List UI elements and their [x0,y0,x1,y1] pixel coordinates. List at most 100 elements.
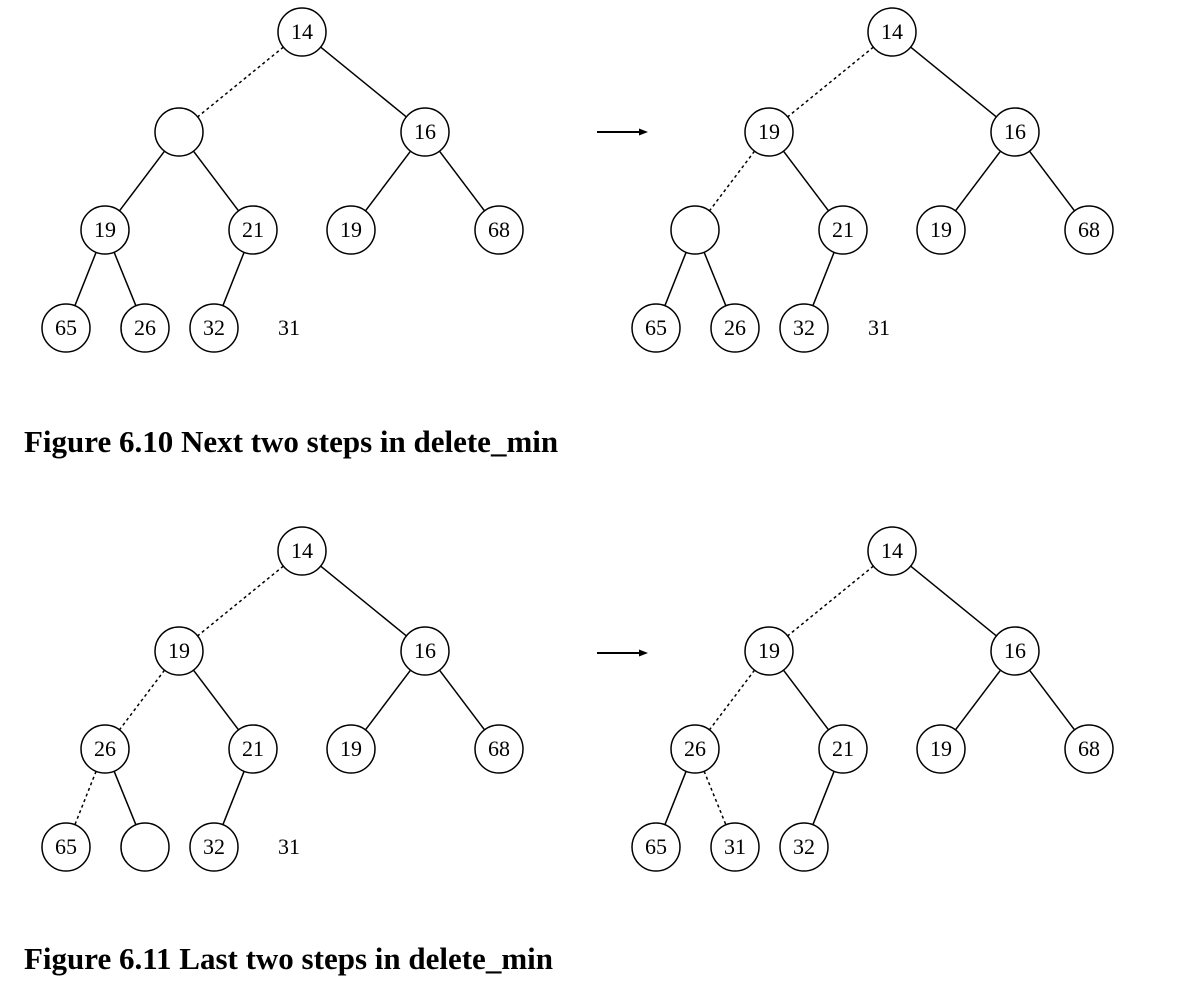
node-label: 68 [488,736,510,761]
node-circle [80,205,130,255]
transition-arrow [597,649,648,657]
tree-edge [320,565,407,637]
tree-edge [782,669,830,731]
node-label: 65 [55,834,77,859]
percolation-edge [74,771,97,825]
tree-edge [364,150,412,212]
percolation-edge [118,669,166,731]
node-circle [154,626,204,676]
tree-edge [812,771,835,825]
node-label: 16 [1004,638,1026,663]
heap-node: 31 [710,822,760,872]
node-circle [744,626,794,676]
heap-node: 19 [326,205,376,255]
node-circle [990,626,1040,676]
transition-arrow [597,128,648,136]
node-circle [867,7,917,57]
tree-edge [364,669,412,731]
heap-node: 14 [277,7,327,57]
node-circle [120,822,170,872]
heap-node: 16 [400,107,450,157]
percolation-edge [787,565,874,637]
heap-node: 19 [744,626,794,676]
tree-edge [910,565,997,637]
tree-edge [954,150,1002,212]
heap-node: 16 [990,107,1040,157]
node-label: 14 [291,19,313,44]
heap-node: 68 [474,205,524,255]
node-label: 65 [645,834,667,859]
heap-node: 65 [41,822,91,872]
node-label: 65 [645,315,667,340]
empty-hole-node [120,822,170,872]
node-label: 19 [340,736,362,761]
figure-caption: Figure 6.10 Next two steps in delete_min [24,424,559,459]
node-circle [277,7,327,57]
node-label: 26 [684,736,706,761]
node-label: 68 [1078,736,1100,761]
tree-edge [664,252,687,306]
node-label: 26 [134,315,156,340]
percolation-edge [787,46,874,118]
heap-node: 65 [41,303,91,353]
node-circle [670,205,720,255]
heap-node: 21 [818,724,868,774]
node-circle [631,822,681,872]
node-circle [474,724,524,774]
node-circle [631,303,681,353]
heap-node: 65 [631,303,681,353]
heap-node: 19 [744,107,794,157]
heap-node: 68 [1064,205,1114,255]
pending-value: 31 [278,315,300,340]
tree-edge [1028,669,1076,731]
pending-value: 31 [278,834,300,859]
heap-node: 32 [189,822,239,872]
heap-node: 19 [80,205,130,255]
node-label: 31 [724,834,746,859]
node-circle [80,724,130,774]
heap-node: 16 [400,626,450,676]
tree-edge [113,251,137,307]
heap-node: 26 [670,724,720,774]
tree-edge [438,669,486,731]
node-circle [818,724,868,774]
heap-node: 19 [326,724,376,774]
node-label: 19 [340,217,362,242]
node-label: 19 [930,217,952,242]
heap-node: 16 [990,626,1040,676]
node-circle [990,107,1040,157]
node-label: 68 [488,217,510,242]
node-circle [1064,205,1114,255]
tree-edge [192,150,240,212]
empty-hole-node [670,205,720,255]
node-label: 14 [881,19,903,44]
pending-value: 31 [868,315,890,340]
heap-node: 32 [779,303,829,353]
tree-edge [438,150,486,212]
arrow-head [639,649,648,657]
heap-node: 19 [154,626,204,676]
node-label: 19 [168,638,190,663]
node-label: 19 [94,217,116,242]
tree-edge [954,669,1002,731]
heap-node: 26 [120,303,170,353]
node-label: 16 [414,638,436,663]
node-circle [154,107,204,157]
heap-node: 14 [277,526,327,576]
node-circle [228,724,278,774]
tree-edge [74,252,97,306]
node-circle [228,205,278,255]
node-circle [41,822,91,872]
tree-edge [910,46,997,118]
heap-node: 14 [867,7,917,57]
node-circle [779,822,829,872]
tree-edge [664,771,687,825]
node-label: 21 [242,217,264,242]
percolation-edge [703,770,727,826]
node-circle [744,107,794,157]
node-label: 19 [758,638,780,663]
node-circle [326,724,376,774]
